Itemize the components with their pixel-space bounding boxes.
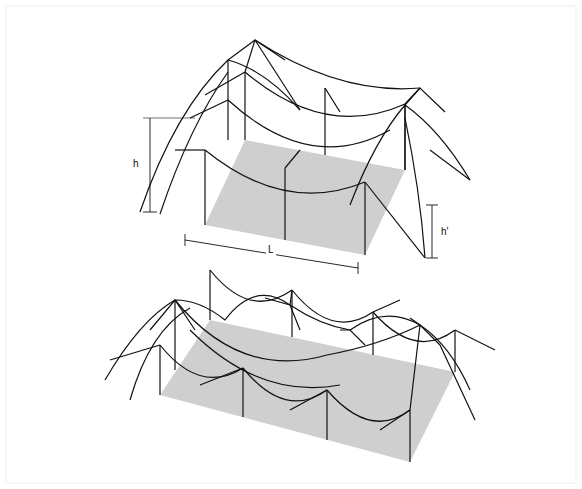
dimension-label: h xyxy=(131,158,141,170)
frame xyxy=(6,6,576,483)
upper-structure xyxy=(140,40,470,274)
dimension-label: h' xyxy=(439,226,450,238)
lower-structure xyxy=(105,270,495,462)
dimension-label: L xyxy=(266,244,276,256)
